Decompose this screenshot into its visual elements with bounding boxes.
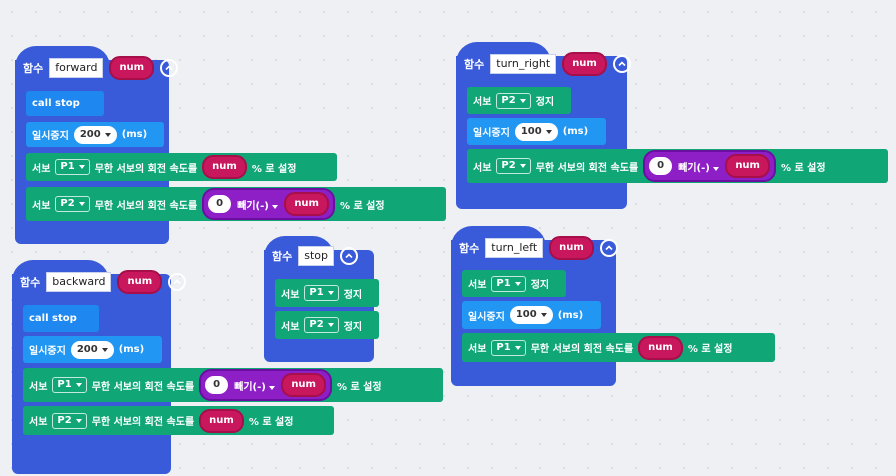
param-num[interactable]: num — [199, 408, 244, 433]
chevron-down-icon — [101, 347, 108, 352]
servo-stop-block[interactable]: 서보 P2 정지 — [275, 311, 379, 339]
collapse-icon[interactable] — [160, 59, 179, 77]
pin-dropdown[interactable]: P2 — [496, 92, 531, 109]
pause-block[interactable]: 일시중지 200 (ms) — [23, 336, 162, 363]
chevron-down-icon — [519, 98, 526, 103]
chevron-down-icon — [327, 291, 334, 295]
chevron-down-icon — [75, 383, 82, 387]
param-num[interactable]: num — [725, 154, 770, 178]
collapse-icon[interactable] — [168, 273, 187, 291]
param-num[interactable]: num — [117, 270, 163, 294]
servo-speed-block[interactable]: 서보 P1 무한 서보의 회전 속도를 num % 로 설정 — [462, 333, 775, 362]
chevron-down-icon — [514, 345, 521, 350]
collapse-icon[interactable] — [612, 55, 631, 73]
call-stop-block[interactable]: call stop — [23, 305, 99, 332]
pause-duration-input[interactable]: 200 — [73, 125, 117, 144]
pin-dropdown[interactable]: P1 — [491, 275, 526, 292]
pause-block[interactable]: 일시중지 100 (ms) — [467, 118, 606, 145]
chevron-down-icon — [519, 164, 526, 168]
number-input[interactable]: 0 — [208, 195, 232, 213]
function-name-field[interactable]: turn_left — [485, 238, 544, 258]
collapse-icon[interactable] — [599, 239, 618, 257]
param-num[interactable]: num — [202, 155, 247, 179]
chevron-down-icon — [272, 204, 279, 209]
chevron-down-icon — [104, 132, 111, 137]
param-num[interactable]: num — [562, 52, 607, 76]
param-num[interactable]: num — [549, 236, 594, 260]
function-keyword: 함수 — [459, 242, 480, 255]
number-input[interactable]: 0 — [649, 157, 673, 175]
function-name-field[interactable]: forward — [49, 58, 104, 78]
servo-stop-block[interactable]: 서보 P2 정지 — [467, 87, 571, 114]
servo-speed-block[interactable]: 서보 P2 무한 서보의 회전 속도를 0 빼기(-) num % 로 설정 — [26, 187, 446, 221]
minus-math-block[interactable]: 0 빼기(-) num — [202, 188, 335, 220]
servo-speed-block[interactable]: 서보 P2 무한 서보의 회전 속도를 num % 로 설정 — [23, 406, 334, 435]
param-num[interactable]: num — [281, 373, 326, 397]
function-name-field[interactable]: turn_right — [490, 54, 557, 74]
servo-stop-block[interactable]: 서보 P1 정지 — [275, 279, 379, 307]
pause-duration-input[interactable]: 200 — [70, 340, 114, 359]
pin-dropdown[interactable]: P1 — [491, 339, 526, 356]
chevron-down-icon — [327, 323, 334, 327]
pause-duration-input[interactable]: 100 — [509, 306, 553, 324]
pause-block[interactable]: 일시중지 200 (ms) — [26, 122, 164, 147]
chevron-down-icon — [514, 281, 521, 286]
chevron-down-icon — [78, 165, 85, 169]
pin-dropdown[interactable]: P2 — [55, 196, 90, 212]
function-keyword: 함수 — [20, 276, 41, 289]
param-num[interactable]: num — [284, 192, 329, 216]
number-input[interactable]: 0 — [205, 376, 229, 394]
chevron-down-icon — [269, 385, 276, 390]
pin-dropdown[interactable]: P2 — [52, 412, 87, 429]
pause-block[interactable]: 일시중지 100 (ms) — [462, 301, 601, 329]
param-num[interactable]: num — [109, 56, 155, 80]
chevron-down-icon — [78, 202, 85, 206]
pin-dropdown[interactable]: P1 — [55, 159, 90, 175]
chevron-down-icon — [75, 418, 82, 423]
pin-dropdown[interactable]: P1 — [304, 285, 339, 301]
chevron-down-icon — [540, 313, 547, 317]
servo-stop-block[interactable]: 서보 P1 정지 — [462, 270, 566, 297]
chevron-down-icon — [713, 166, 720, 171]
function-keyword: 함수 — [272, 250, 293, 263]
servo-speed-block[interactable]: 서보 P1 무한 서보의 회전 속도를 0 빼기(-) num % 로 설정 — [23, 368, 443, 402]
chevron-down-icon — [545, 129, 552, 134]
function-name-field[interactable]: stop — [298, 246, 335, 266]
pause-duration-input[interactable]: 100 — [514, 122, 558, 141]
param-num[interactable]: num — [638, 335, 683, 360]
minus-math-block[interactable]: 0 빼기(-) num — [643, 150, 776, 182]
servo-speed-block[interactable]: 서보 P2 무한 서보의 회전 속도를 0 빼기(-) num % 로 설정 — [467, 149, 888, 183]
operator-dropdown[interactable]: 빼기(-) — [678, 159, 720, 174]
call-stop-block[interactable]: call stop — [26, 91, 104, 116]
pin-dropdown[interactable]: P2 — [496, 158, 531, 174]
pin-dropdown[interactable]: P2 — [304, 317, 339, 333]
collapse-icon[interactable] — [340, 247, 359, 265]
operator-dropdown[interactable]: 빼기(-) — [237, 197, 279, 212]
function-keyword: 함수 — [464, 58, 485, 71]
servo-speed-block[interactable]: 서보 P1 무한 서보의 회전 속도를 num % 로 설정 — [26, 153, 337, 181]
function-keyword: 함수 — [23, 62, 44, 75]
function-name-field[interactable]: backward — [46, 272, 112, 292]
pin-dropdown[interactable]: P1 — [52, 377, 87, 393]
operator-dropdown[interactable]: 빼기(-) — [234, 378, 276, 393]
minus-math-block[interactable]: 0 빼기(-) num — [199, 369, 332, 401]
